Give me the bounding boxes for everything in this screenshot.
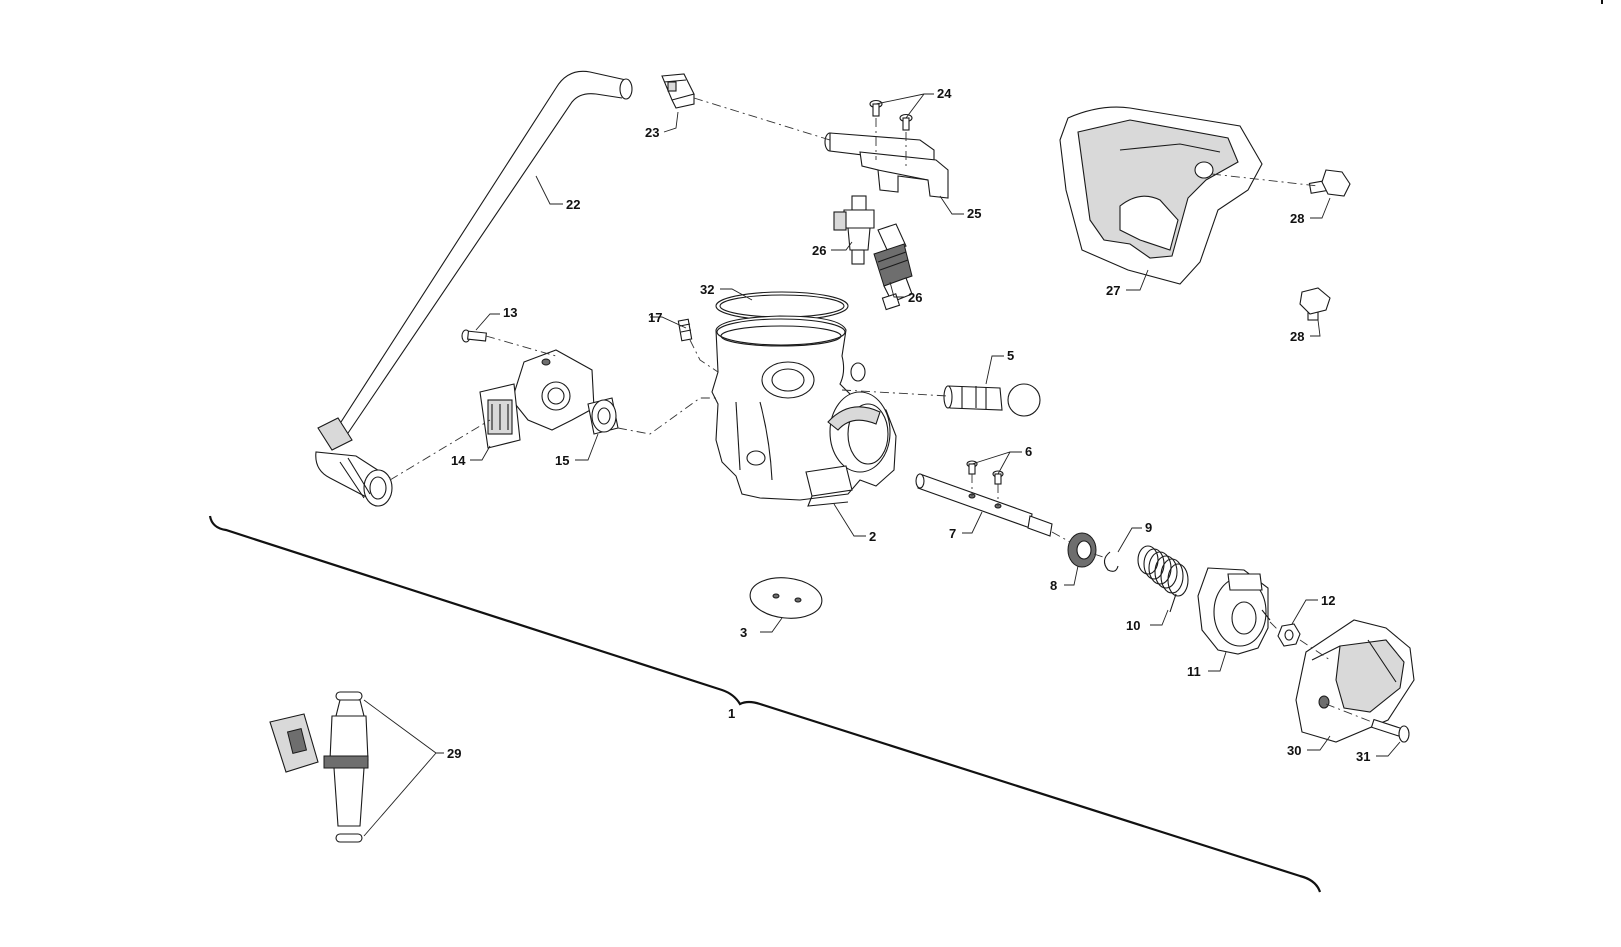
callout-12: 12 (1321, 593, 1335, 608)
part-29-injector (269, 691, 369, 843)
callout-2: 2 (869, 529, 876, 544)
leader-lines (363, 93, 1401, 837)
callout-15: 15 (555, 453, 569, 468)
callout-13: 13 (503, 305, 517, 320)
part-28-bolt-lower (1299, 287, 1331, 321)
callout-24: 24 (937, 86, 952, 101)
part-9-circlip (1103, 551, 1119, 572)
part-26-injector-b (873, 223, 913, 311)
part-22-hose (315, 70, 633, 507)
callout-27: 27 (1106, 283, 1120, 298)
callout-7: 7 (949, 526, 956, 541)
callout-22: 22 (566, 197, 580, 212)
part-5-valve (943, 383, 1041, 417)
callout-9: 9 (1145, 520, 1152, 535)
callout-17: 17 (648, 310, 662, 325)
part-8-seal (1067, 532, 1097, 568)
part-15-bearing (587, 397, 619, 435)
part-31-screw (1370, 718, 1410, 743)
part-2-throttle-body (711, 315, 897, 507)
callout-26-a: 26 (812, 243, 826, 258)
callout-3: 3 (740, 625, 747, 640)
part-25-fuel-rail (824, 132, 949, 199)
callout-31: 31 (1356, 749, 1370, 764)
callout-1: 1 (728, 706, 735, 721)
part-30-cover (1295, 619, 1415, 743)
callout-8: 8 (1050, 578, 1057, 593)
callout-29: 29 (447, 746, 461, 761)
part-12-nut (1277, 623, 1301, 647)
callouts: 1 2 3 5 6 7 8 9 10 11 12 13 14 15 17 22 … (447, 86, 1370, 764)
part-3-throttle-plate (749, 577, 823, 619)
callout-26-b: 26 (908, 290, 922, 305)
callout-28-b: 28 (1290, 329, 1304, 344)
callout-6: 6 (1025, 444, 1032, 459)
part-27-cover (1059, 106, 1263, 285)
part-13-screw (461, 329, 487, 343)
assembly-1-brace (208, 515, 1322, 893)
callout-28-a: 28 (1290, 211, 1304, 226)
part-17-screw (677, 318, 693, 342)
part-28-bolt-upper (1308, 169, 1351, 197)
part-23-clip (661, 73, 695, 109)
callout-14: 14 (451, 453, 466, 468)
part-26-injector-a (833, 195, 875, 265)
assembly-lines (389, 97, 1373, 723)
callout-23: 23 (645, 125, 659, 140)
callout-11: 11 (1187, 664, 1201, 679)
part-7-shaft (915, 473, 1053, 537)
callout-10: 10 (1126, 618, 1140, 633)
callout-30: 30 (1287, 743, 1301, 758)
part-14-tps (479, 349, 595, 449)
callout-32: 32 (700, 282, 714, 297)
part-24-screws (869, 99, 913, 170)
part-11-pulley (1197, 567, 1271, 655)
part-10-spring (1137, 545, 1189, 613)
callout-5: 5 (1007, 348, 1014, 363)
callout-25: 25 (967, 206, 981, 221)
